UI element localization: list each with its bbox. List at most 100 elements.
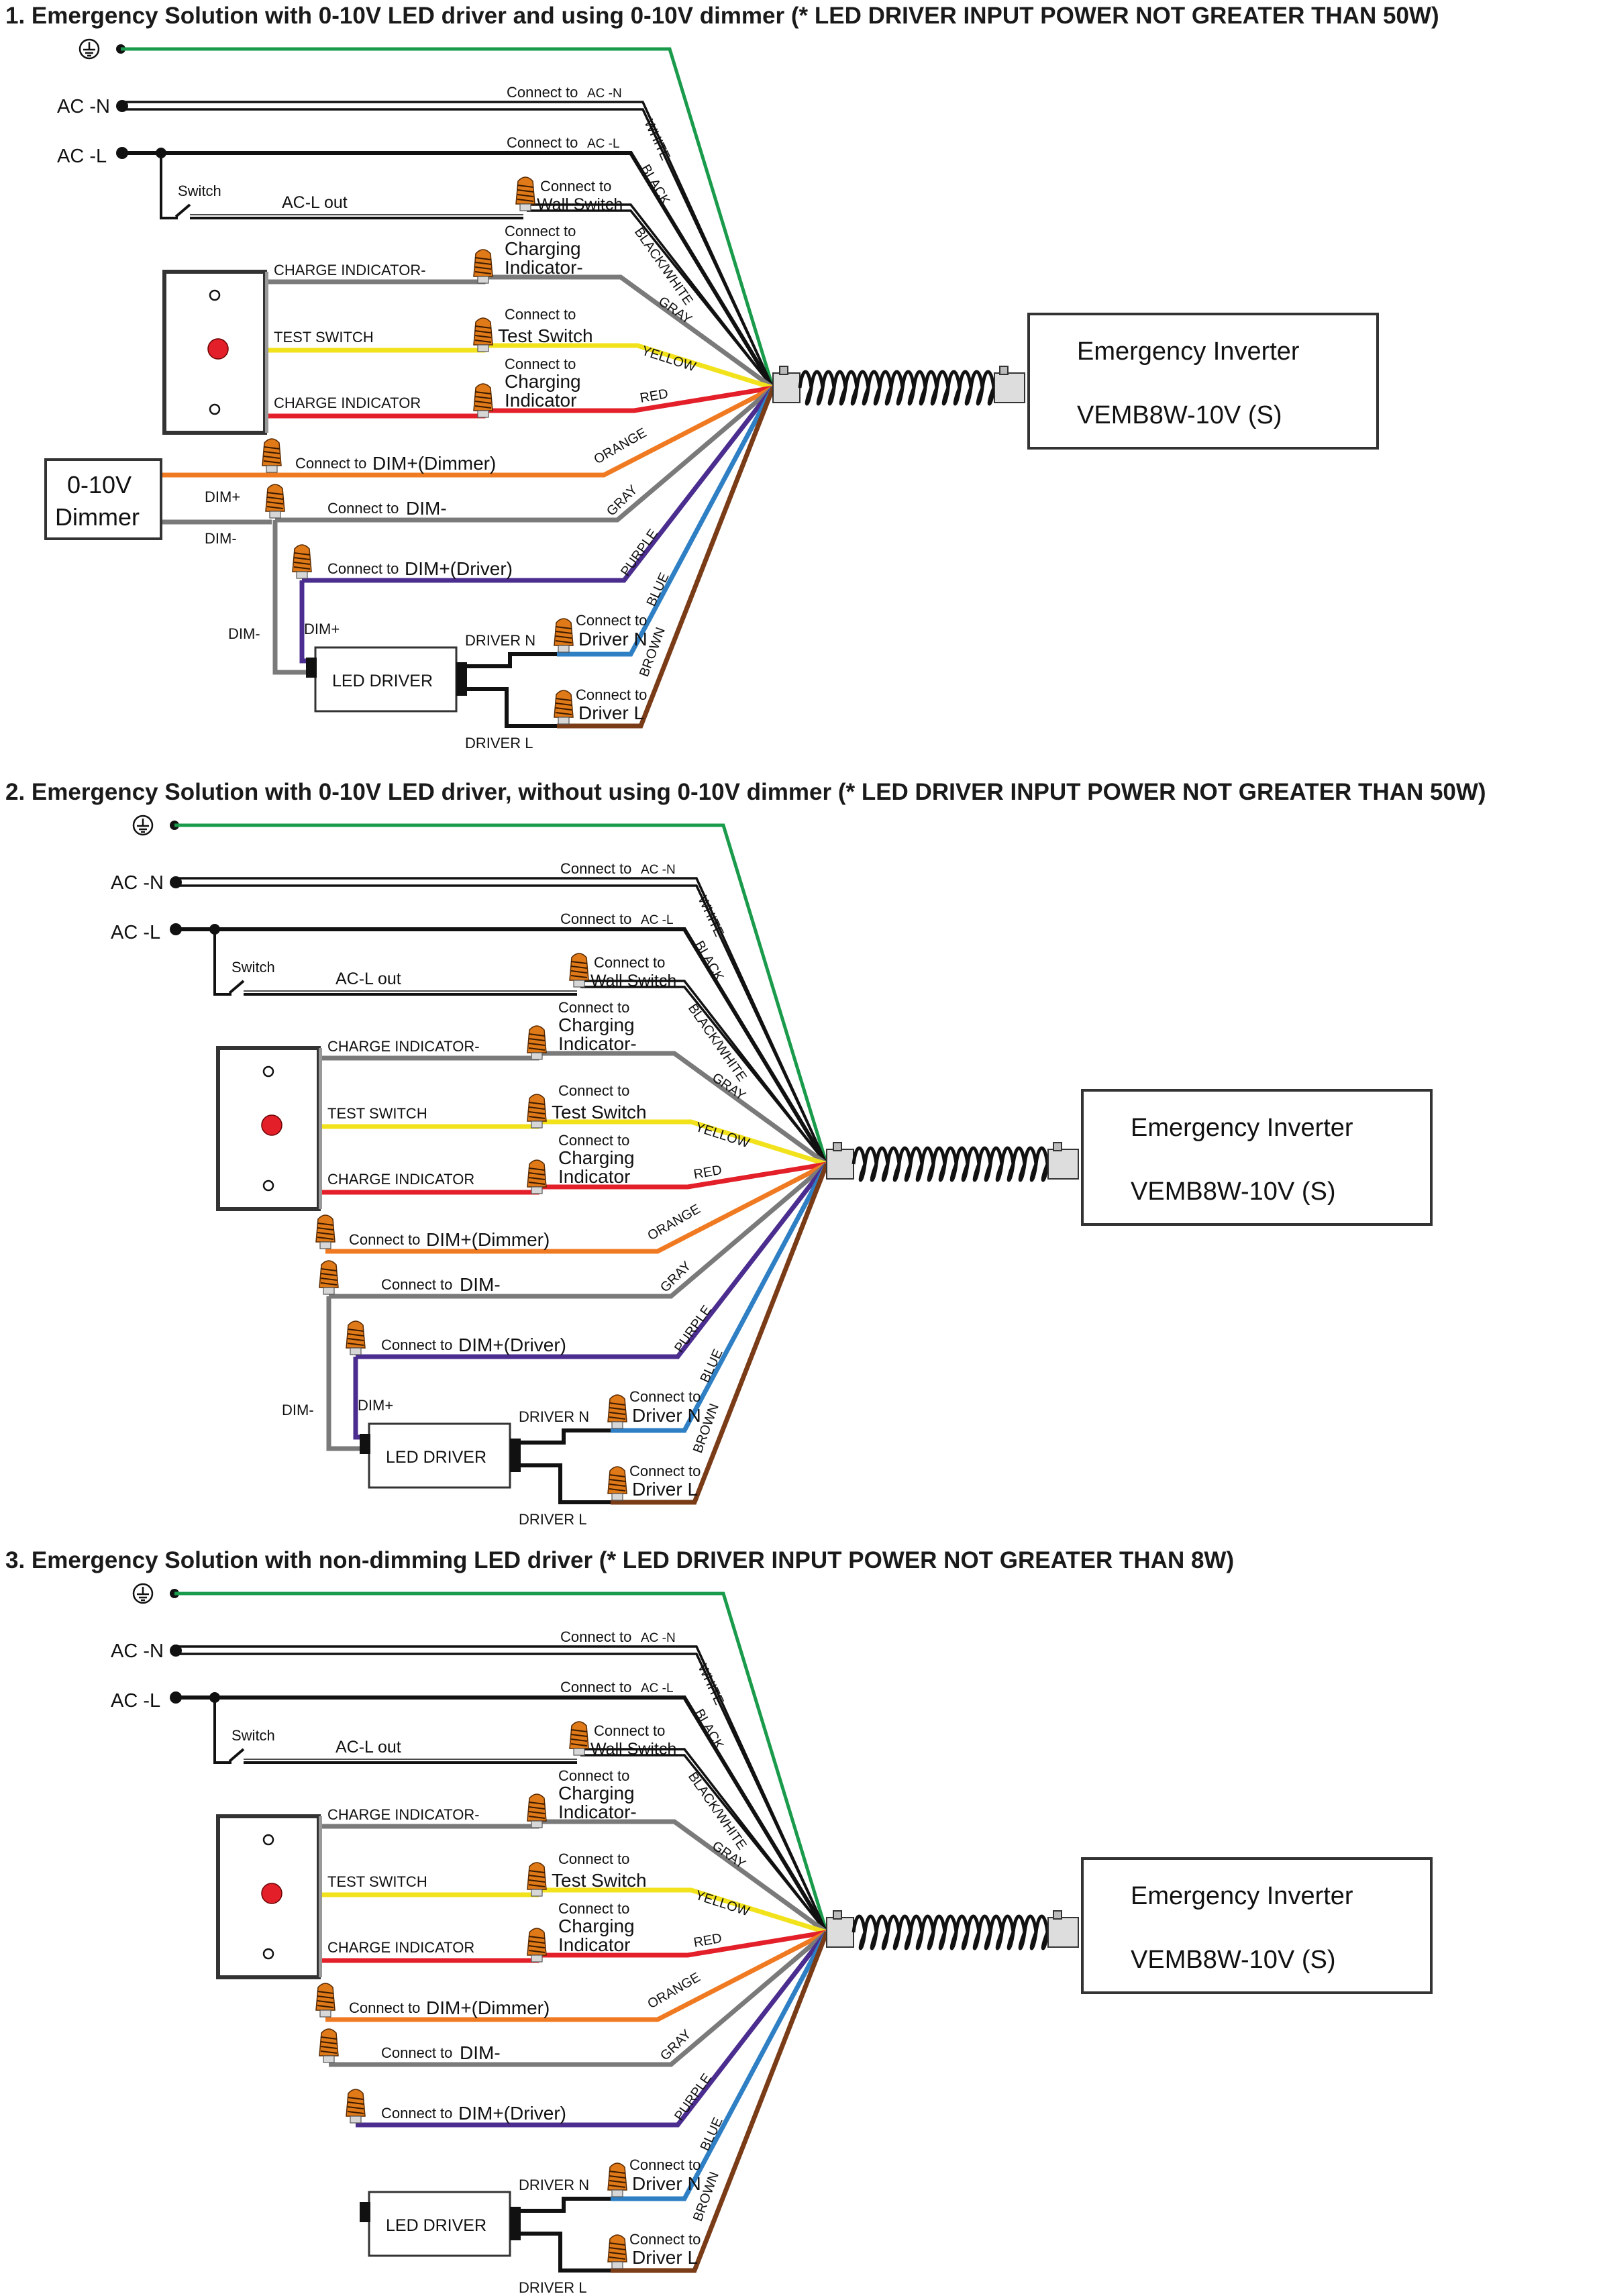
wire-nut-icon <box>607 2234 627 2269</box>
diagram-2: 2. Emergency Solution with 0-10V LED dri… <box>5 779 1486 1528</box>
connect-to-label: Connect to <box>558 1132 629 1149</box>
wire-nut-ridge <box>474 401 492 404</box>
connector-screw <box>779 366 788 375</box>
wire-nut-ridge <box>293 552 311 556</box>
switch-label: Switch <box>231 959 275 976</box>
wire-nut-ridge <box>609 1402 626 1406</box>
connect-to-label: Connect to <box>381 2044 452 2061</box>
connector-screw <box>833 1142 842 1151</box>
wire-nut-icon <box>473 383 493 418</box>
purple-wire <box>302 386 775 583</box>
wire-nut-ridge <box>317 1991 334 1994</box>
white-wire-edge-bottom <box>122 108 774 388</box>
black-white-wire-edge-bottom <box>580 1754 828 1934</box>
switch-lever <box>174 203 191 218</box>
wire-nut-base <box>323 2055 335 2063</box>
wire-nut-ridge <box>320 1273 338 1276</box>
switch-label: Switch <box>231 1727 275 1744</box>
connect-to-label: Connect to <box>560 1679 631 1695</box>
diagram-3: 3. Emergency Solution with non-dimming L… <box>5 1547 1433 2296</box>
dimmer-label-1: 0-10V <box>67 471 132 499</box>
dim-plus-driver-label: DIM+(Driver) <box>458 2103 566 2124</box>
green-ground-wire <box>121 47 775 388</box>
driver-n-label: DRIVER N <box>519 2177 589 2193</box>
wire-nut-ridge <box>474 271 492 274</box>
ground-icon <box>132 815 154 836</box>
wire-nut-icon <box>527 1793 547 1828</box>
gray-driver-lead <box>326 1296 360 1451</box>
wire-nut-ridge <box>570 970 588 974</box>
wire-nut-base <box>269 511 281 519</box>
wire-nut-ridge <box>528 1172 546 1176</box>
wire-nut-ridge <box>528 1043 546 1046</box>
ground-icon <box>79 38 100 60</box>
wire-nut-ridge <box>609 1488 626 1492</box>
wire-nut-ridge <box>555 702 572 706</box>
wire-nut-ridge <box>528 1884 546 1887</box>
wire-nut-ridge <box>570 975 588 978</box>
dimmer-box <box>44 458 162 540</box>
wire-nut-base <box>350 1347 362 1355</box>
wire-nut-ridge <box>528 1870 546 1873</box>
driver-l-lead <box>521 1463 611 1504</box>
wire-nut-ridge <box>320 2041 338 2044</box>
wire-nut-ridge <box>347 2101 364 2105</box>
wire-nut-ridge <box>263 460 280 464</box>
inverter-name: Emergency Inverter <box>1131 1882 1353 1910</box>
connector-body <box>826 1917 854 1948</box>
led-driver-dim-terminal <box>360 2202 370 2222</box>
wire-nut-ridge <box>609 2252 626 2255</box>
test-switch-label: Test Switch <box>498 325 593 346</box>
ac-n-label: AC -N <box>111 1640 164 1662</box>
wire-nut-icon <box>292 544 312 579</box>
wire-nut-icon <box>319 1260 339 1295</box>
indicator-minus-label: Indicator- <box>505 257 583 278</box>
wire-nut-ridge <box>609 1416 626 1420</box>
ac-l-label: AC -L <box>57 146 107 167</box>
panel-screw-top <box>262 1065 274 1078</box>
spiral-cable <box>852 1914 1049 1950</box>
connect-to-label: Connect to <box>507 134 578 151</box>
led-driver-dim-terminal <box>360 1434 370 1454</box>
indicator-label: Indicator <box>558 1166 630 1187</box>
wire-color-label: WHITE <box>641 117 672 163</box>
charge-indicator-label: CHARGE INDICATOR <box>274 395 421 411</box>
wire-nut-ridge <box>528 1038 546 1041</box>
wire-color-label: YELLOW <box>693 1120 751 1151</box>
indicator-label: Indicator <box>505 390 576 411</box>
connector-screw-right <box>1053 1910 1062 1920</box>
inverter-name: Emergency Inverter <box>1131 1114 1353 1142</box>
connect-to-label: Connect to <box>629 1463 701 1479</box>
connector-screw-right <box>999 366 1009 375</box>
wire-nut-ridge <box>555 707 572 711</box>
orange-wire <box>272 385 774 478</box>
connect-to-label: Connect to <box>381 1276 452 1293</box>
wire-nut-ridge <box>609 1412 626 1415</box>
black-white-wire-edge-bottom <box>580 986 828 1165</box>
wire-color-label: ORANGE <box>592 425 650 467</box>
wire-nut-base <box>573 1748 585 1756</box>
wire-nut-ridge <box>517 185 534 188</box>
wire-nut-ridge <box>528 1945 546 1948</box>
diagram-1: 1. Emergency Solution with 0-10V LED dri… <box>5 3 1439 751</box>
connect-to-label: Connect to <box>558 1082 629 1099</box>
acl-out-label: AC-L out <box>336 970 401 988</box>
cable-connector <box>772 366 1025 406</box>
charging-label: Charging <box>558 1783 635 1804</box>
wire-nut-ridge <box>528 1116 546 1119</box>
wire-color-label: WHITE <box>694 894 726 939</box>
inverter-name: Emergency Inverter <box>1077 337 1300 366</box>
connect-to-label: Connect to <box>594 954 665 971</box>
driver-l-lead <box>521 2232 611 2273</box>
wire-nut-base <box>296 571 308 579</box>
wire-nut-ridge <box>528 1806 546 1810</box>
wire-color-label: YELLOW <box>693 1888 751 1920</box>
wire-nut-icon <box>607 2162 627 2197</box>
wire-nut-ridge <box>517 189 534 193</box>
led-driver-ac-terminal <box>510 1439 521 1472</box>
purple-driver-lead <box>299 580 306 664</box>
wire-nut-ridge <box>528 1111 546 1114</box>
connect-to-label: Connect to <box>558 999 629 1016</box>
wire-nut-ridge <box>528 1811 546 1814</box>
wire-nut-ridge <box>474 330 492 333</box>
